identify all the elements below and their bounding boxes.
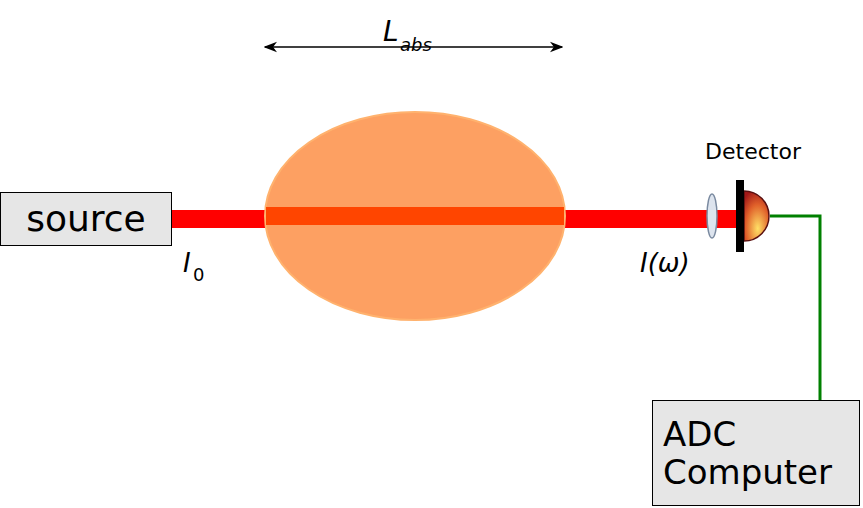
photodetector-icon (736, 180, 770, 252)
length-symbol: L (383, 18, 399, 46)
adc-computer-box: ADC Computer (652, 400, 860, 506)
box-label: source (26, 199, 146, 239)
detector-dome (744, 191, 769, 241)
box-label: ADC Computer (653, 415, 832, 491)
beam-in-sample (266, 207, 564, 225)
signal-wire (770, 216, 820, 400)
detector-face (736, 180, 744, 252)
transmitted-intensity: I(ω) (640, 250, 690, 276)
detector-symbol: Detector (736, 180, 770, 252)
absorbing-sample (265, 112, 565, 320)
focusing-lens (707, 194, 717, 238)
source-box: source (0, 192, 172, 246)
intensity-subscript: 0 (193, 266, 204, 284)
detector-label: Detector (705, 140, 801, 165)
intensity-symbol: I (183, 250, 191, 276)
length-subscript: abs (400, 36, 432, 54)
